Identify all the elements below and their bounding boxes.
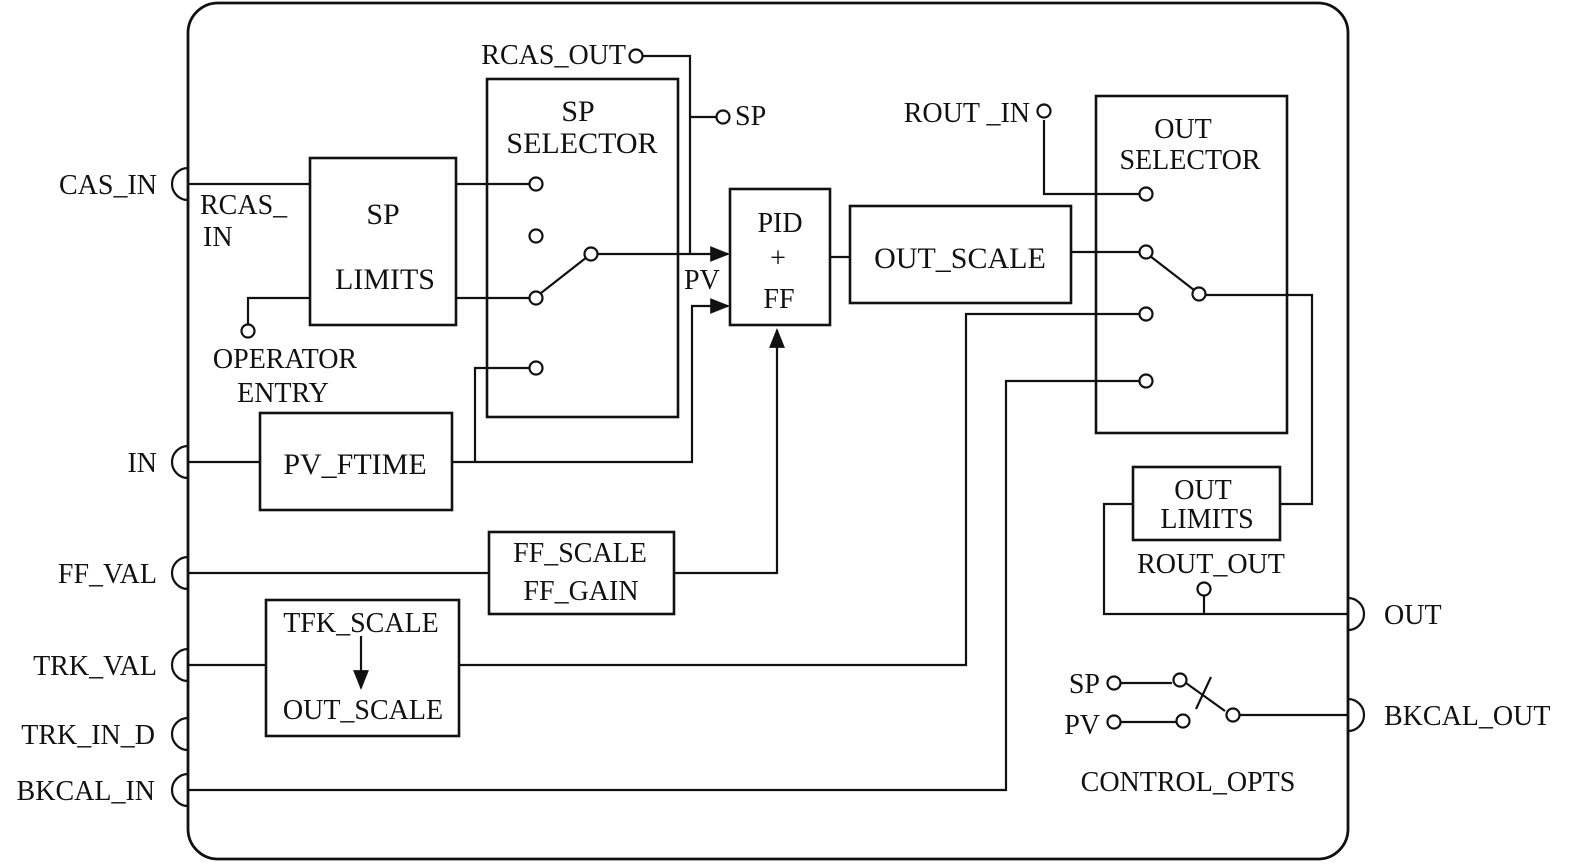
output-ports: [1347, 596, 1366, 733]
out-port[interactable]: [1347, 596, 1366, 632]
sp-selector-contact-4: [528, 360, 544, 376]
rcas-in-label-line1: RCAS_: [200, 190, 288, 221]
cas-in-label: CAS_IN: [59, 170, 157, 201]
sp-limits-block[interactable]: SP LIMITS: [308, 156, 458, 327]
rcas-in-label-line2: IN: [203, 222, 233, 253]
trk-in-d-port[interactable]: [170, 716, 189, 752]
pid-line3: FF: [763, 284, 794, 315]
out-selector-contact-2: [1138, 244, 1154, 260]
control-pv-label: PV: [1064, 710, 1100, 741]
output-labels: OUT BKCAL_OUT: [1384, 600, 1550, 732]
out-selector-contact-1: [1138, 186, 1154, 202]
out-scale-block[interactable]: OUT_SCALE: [848, 204, 1073, 305]
sp-terminal: [715, 109, 731, 125]
tfk-scale-line2: OUT_SCALE: [283, 695, 443, 726]
out-selector-line2: SELECTOR: [1119, 145, 1260, 176]
ff-val-label: FF_VAL: [58, 559, 157, 590]
signal-labels: RCAS_OUT SP ROUT _IN ROUT_OUT RCAS_ IN O…: [200, 40, 1295, 798]
operator-entry-label-line2: ENTRY: [237, 378, 329, 409]
out-scale-label: OUT_SCALE: [874, 242, 1046, 275]
pid-line1: PID: [757, 208, 802, 239]
rcas-out-terminal: [628, 48, 644, 64]
pid-line2: +: [770, 243, 786, 274]
trk-val-label: TRK_VAL: [33, 651, 157, 682]
control-sp-contact: [1172, 672, 1188, 688]
wires: [188, 54, 1348, 792]
cas-in-port[interactable]: [170, 166, 189, 202]
bkcal-in-label: BKCAL_IN: [17, 776, 155, 807]
out-label: OUT: [1384, 600, 1442, 631]
out-selector-block[interactable]: OUT SELECTOR: [1094, 94, 1289, 435]
control-opts-label: CONTROL_OPTS: [1081, 767, 1296, 798]
control-pv-terminal: [1106, 714, 1122, 730]
bkcal-in-port[interactable]: [170, 772, 189, 808]
operator-entry-label-line1: OPERATOR: [213, 344, 358, 375]
sp-limits-line2: LIMITS: [335, 263, 435, 296]
out-limits-line2: LIMITS: [1160, 504, 1253, 535]
rout-out-terminal: [1196, 581, 1212, 597]
rout-out-label: ROUT_OUT: [1137, 549, 1285, 580]
out-selector-contact-3: [1138, 306, 1154, 322]
in-port[interactable]: [170, 444, 189, 480]
sp-limits-line1: SP: [366, 198, 399, 231]
out-selector-pivot: [1191, 286, 1207, 302]
tfk-scale-line1: TFK_SCALE: [283, 608, 439, 639]
input-labels: CAS_IN IN FF_VAL TRK_VAL TRK_IN_D BKCAL_…: [17, 170, 157, 807]
ff-scale-line1: FF_SCALE: [513, 538, 647, 569]
out-limits-line1: OUT: [1174, 475, 1232, 506]
out-limits-block[interactable]: OUT LIMITS: [1131, 465, 1282, 542]
trk-val-port[interactable]: [170, 647, 189, 683]
bkcal-out-port[interactable]: [1347, 697, 1366, 733]
trk-in-d-label: TRK_IN_D: [21, 720, 155, 751]
control-sp-terminal: [1106, 675, 1122, 691]
control-pv-contact: [1175, 713, 1191, 729]
sp-selector-line2: SELECTOR: [506, 127, 657, 160]
sp-selector-pivot: [583, 246, 599, 262]
out-selector-contact-4: [1138, 373, 1154, 389]
sp-selector-block[interactable]: SP SELECTOR: [485, 77, 680, 419]
rout-in-terminal: [1036, 103, 1052, 119]
tfk-scale-block[interactable]: TFK_SCALE OUT_SCALE: [264, 598, 461, 738]
sp-selector-contact-2: [528, 228, 544, 244]
ff-scale-line2: FF_GAIN: [523, 576, 638, 607]
sp-label: SP: [735, 101, 766, 132]
pv-ftime-block[interactable]: PV_FTIME: [258, 411, 454, 512]
operator-entry-terminal: [240, 323, 256, 339]
out-selector-line1: OUT: [1154, 114, 1212, 145]
pv-label: PV: [684, 265, 720, 296]
ff-val-port[interactable]: [170, 555, 189, 591]
terminal-dots: [240, 48, 1241, 730]
rcas-out-label: RCAS_OUT: [481, 40, 626, 71]
function-block-frame: [186, 1, 1350, 861]
input-ports: [170, 166, 189, 808]
in-label: IN: [127, 448, 157, 479]
control-sp-label: SP: [1069, 669, 1100, 700]
sp-selector-line1: SP: [561, 95, 594, 128]
sp-selector-contact-3: [528, 290, 544, 306]
ff-scale-block[interactable]: FF_SCALE FF_GAIN: [487, 530, 676, 616]
bkcal-out-label: BKCAL_OUT: [1384, 701, 1550, 732]
control-switch-pivot: [1225, 707, 1241, 723]
pv-ftime-label: PV_FTIME: [283, 448, 426, 481]
rout-in-label: ROUT _IN: [904, 98, 1030, 129]
pid-ff-block[interactable]: PID + FF: [728, 187, 832, 327]
sp-selector-contact-1: [528, 176, 544, 192]
